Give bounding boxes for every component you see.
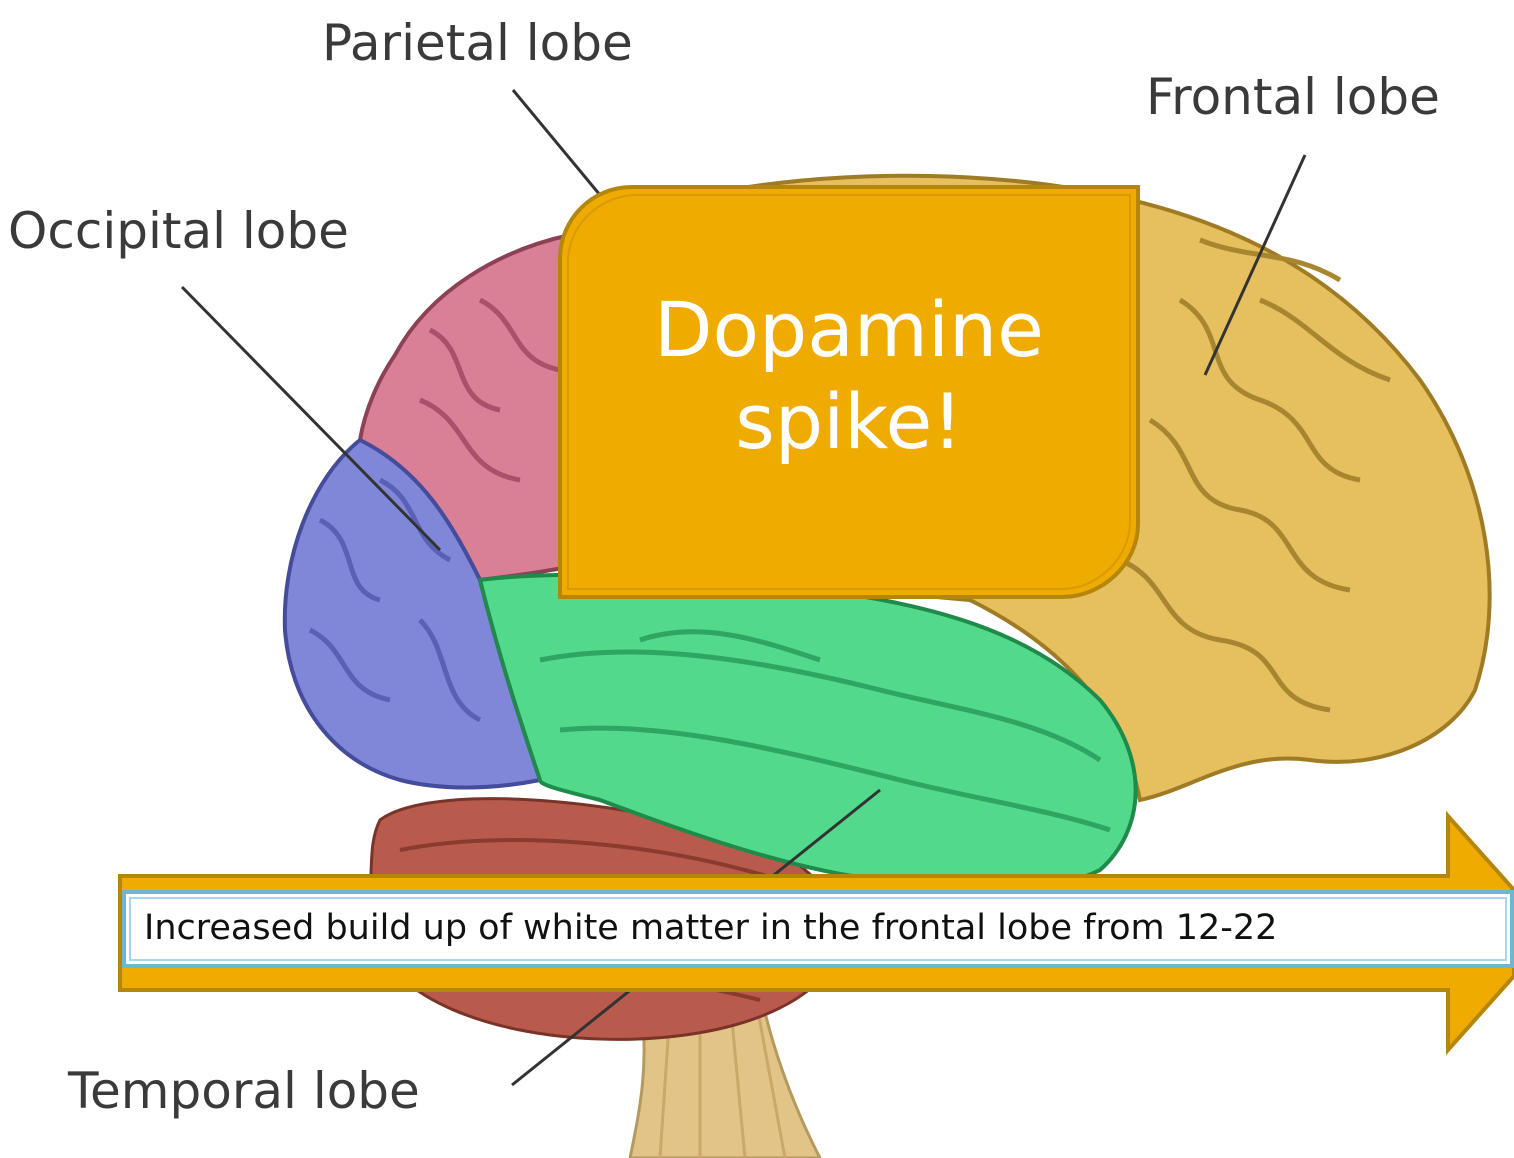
temporal-lobe-label: Temporal lobe <box>68 1062 420 1120</box>
callout-line-2: spike! <box>557 376 1141 468</box>
parietal-lobe-label: Parietal lobe <box>322 14 633 72</box>
frontal-lobe-label: Frontal lobe <box>1146 68 1440 126</box>
white-matter-caption: Increased build up of white matter in th… <box>144 908 1277 948</box>
callout-line-1: Dopamine <box>557 284 1141 376</box>
dopamine-callout-text: Dopamine spike! <box>557 284 1141 468</box>
parietal-leader-line <box>513 90 600 195</box>
occipital-lobe-label: Occipital lobe <box>8 202 349 260</box>
